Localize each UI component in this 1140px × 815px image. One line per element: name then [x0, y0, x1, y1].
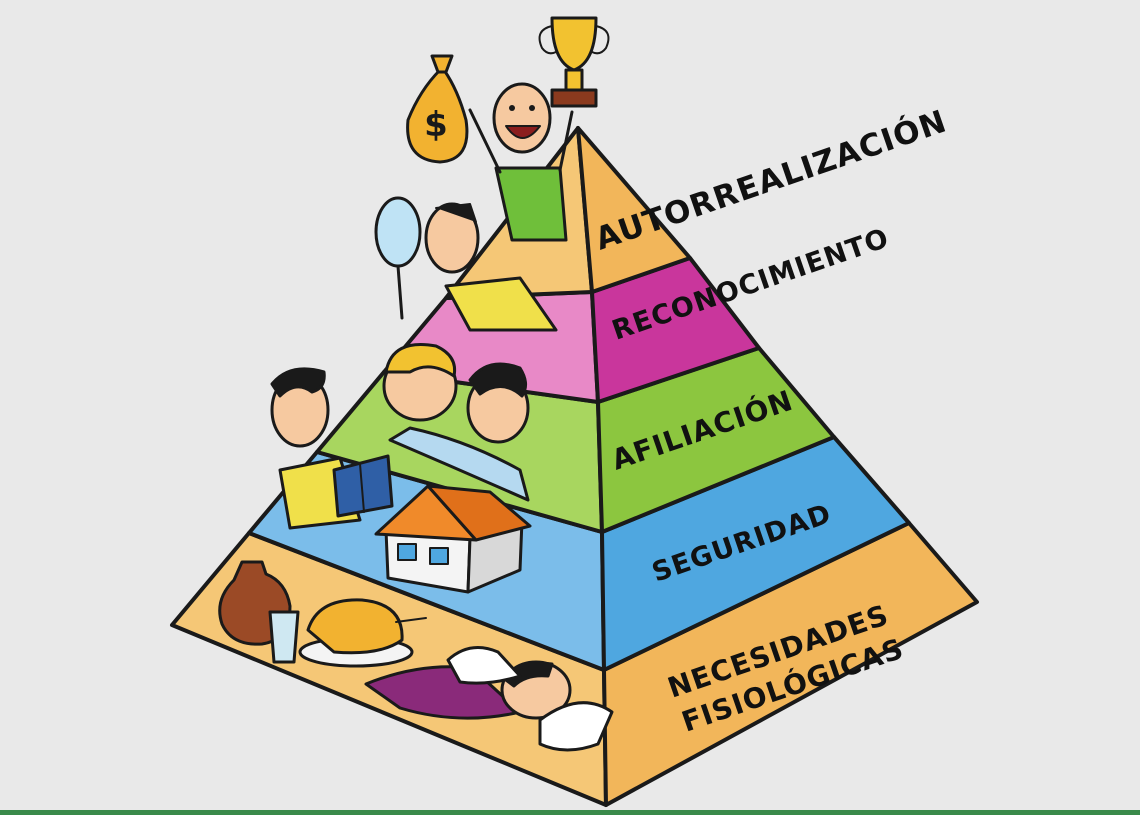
- hand-mirror-icon: [374, 196, 422, 320]
- svg-text:$: $: [424, 105, 448, 145]
- pillow-icon: [446, 646, 614, 752]
- book-icon: [332, 454, 394, 518]
- trophy-icon: [538, 16, 610, 108]
- house-icon: [374, 484, 532, 594]
- person-self-actualized: [468, 82, 574, 242]
- person-recognition: [424, 202, 558, 332]
- level-autorrealizacion-right-face: [576, 126, 692, 294]
- couple-affiliation: [382, 343, 530, 502]
- glass-icon: [268, 610, 300, 664]
- roast-chicken-icon: [298, 598, 427, 668]
- label-autorrealizacion: AUTORREALIZACIÓN: [591, 102, 952, 257]
- bottom-border: [0, 810, 1140, 815]
- money-bag-icon: $: [406, 54, 469, 164]
